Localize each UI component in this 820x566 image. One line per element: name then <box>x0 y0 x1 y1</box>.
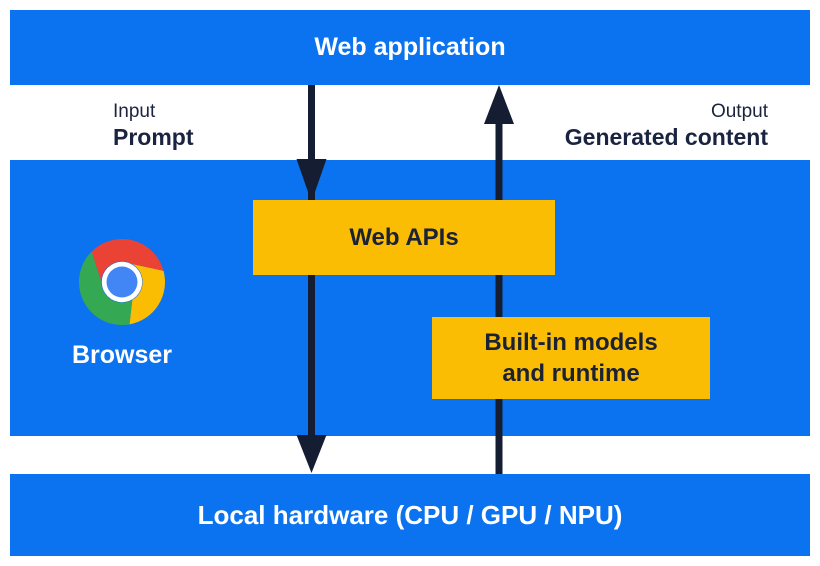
builtin-models-label-line1: Built-in models <box>484 329 658 356</box>
input-label-group: Input Prompt <box>113 100 194 152</box>
input-arrowhead-lower-icon <box>296 435 327 473</box>
web-apis-label: Web APIs <box>349 223 459 251</box>
output-value: Generated content <box>564 124 768 150</box>
local-hardware-bar: Local hardware (CPU / GPU / NPU) <box>10 474 810 556</box>
output-label-group: Output Generated content <box>565 100 768 152</box>
chrome-logo-yellow-segment <box>129 264 166 325</box>
output-title: Output <box>710 101 768 122</box>
chrome-logo-green-segment <box>78 251 133 326</box>
web-application-bar: Web application <box>10 10 810 85</box>
input-value: Prompt <box>113 124 194 150</box>
chrome-logo-blue-center <box>106 266 138 298</box>
output-arrowhead-icon <box>484 85 514 124</box>
builtin-models-label-line2: and runtime <box>502 360 640 387</box>
chrome-logo-icon <box>78 238 166 326</box>
web-apis-box: Web APIs <box>253 200 555 275</box>
chrome-logo-red-segment <box>91 238 164 282</box>
browser-label: Browser <box>71 341 173 369</box>
local-hardware-label: Local hardware (CPU / GPU / NPU) <box>197 499 623 530</box>
input-title: Input <box>113 101 156 122</box>
builtin-models-box: Built-in models and runtime <box>432 317 710 399</box>
web-application-label: Web application <box>314 33 506 61</box>
chrome-logo-svg <box>78 238 166 326</box>
